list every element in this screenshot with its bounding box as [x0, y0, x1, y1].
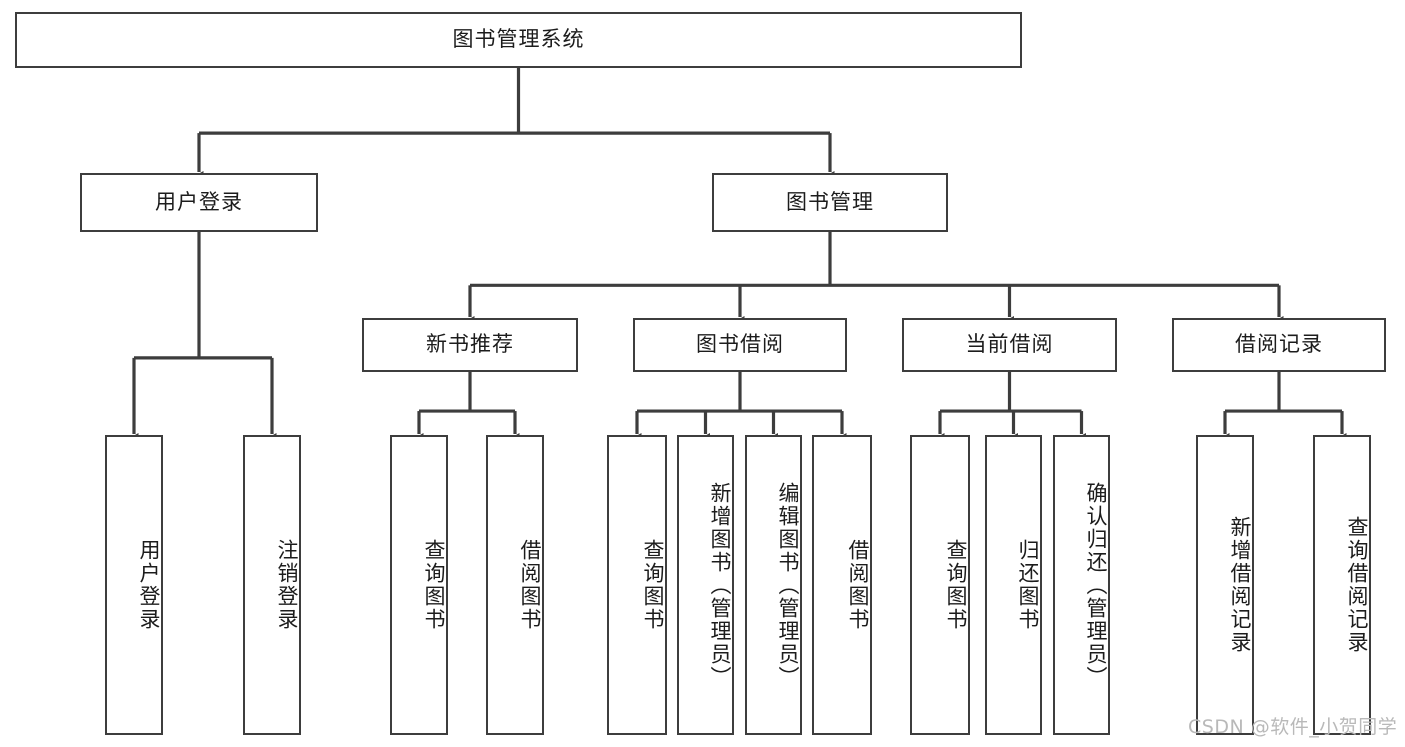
node-leaf-confirm-return-label: 确认归还（管理员） — [1084, 481, 1108, 689]
node-user-login[interactable]: 用户登录 — [80, 173, 318, 232]
node-leaf-query-book-1[interactable]: 查询图书 — [390, 435, 448, 735]
node-leaf-user-logout-label: 注销登录 — [275, 539, 299, 631]
node-leaf-borrow-book-1-label: 借阅图书 — [518, 539, 542, 631]
node-leaf-return-book-label: 归还图书 — [1016, 539, 1040, 631]
node-leaf-query-book-2[interactable]: 查询图书 — [607, 435, 667, 735]
node-book-borrow[interactable]: 图书借阅 — [633, 318, 847, 372]
node-user-login-label: 用户登录 — [155, 189, 243, 214]
node-leaf-add-book-label: 新增图书（管理员） — [708, 481, 732, 689]
node-leaf-user-logout[interactable]: 注销登录 — [243, 435, 301, 735]
node-leaf-user-login-label: 用户登录 — [137, 539, 161, 631]
node-book-manage[interactable]: 图书管理 — [712, 173, 948, 232]
node-leaf-add-book[interactable]: 新增图书（管理员） — [677, 435, 734, 735]
node-leaf-edit-book[interactable]: 编辑图书（管理员） — [745, 435, 802, 735]
node-leaf-borrow-book-1[interactable]: 借阅图书 — [486, 435, 544, 735]
node-root[interactable]: 图书管理系统 — [15, 12, 1022, 68]
node-leaf-query-record[interactable]: 查询借阅记录 — [1313, 435, 1371, 735]
node-leaf-user-login[interactable]: 用户登录 — [105, 435, 163, 735]
node-leaf-return-book[interactable]: 归还图书 — [985, 435, 1042, 735]
node-book-borrow-label: 图书借阅 — [696, 332, 784, 357]
node-leaf-add-record-label: 新增借阅记录 — [1228, 516, 1252, 654]
node-root-label: 图书管理系统 — [452, 27, 585, 52]
node-leaf-borrow-book-2-label: 借阅图书 — [846, 539, 870, 631]
node-new-book-rec-label: 新书推荐 — [426, 332, 514, 357]
node-current-borrow[interactable]: 当前借阅 — [902, 318, 1117, 372]
node-leaf-query-record-label: 查询借阅记录 — [1345, 516, 1369, 654]
node-borrow-record-label: 借阅记录 — [1235, 332, 1323, 357]
node-leaf-query-book-1-label: 查询图书 — [422, 539, 446, 631]
node-borrow-record[interactable]: 借阅记录 — [1172, 318, 1386, 372]
node-leaf-confirm-return[interactable]: 确认归还（管理员） — [1053, 435, 1110, 735]
node-leaf-query-book-2-label: 查询图书 — [641, 539, 665, 631]
node-leaf-query-book-3[interactable]: 查询图书 — [910, 435, 970, 735]
node-current-borrow-label: 当前借阅 — [965, 332, 1054, 357]
node-leaf-add-record[interactable]: 新增借阅记录 — [1196, 435, 1254, 735]
node-new-book-rec[interactable]: 新书推荐 — [362, 318, 578, 372]
watermark-text: CSDN @软件_小贺同学 — [1188, 716, 1398, 738]
node-leaf-edit-book-label: 编辑图书（管理员） — [776, 481, 800, 689]
node-leaf-borrow-book-2[interactable]: 借阅图书 — [812, 435, 872, 735]
node-book-manage-label: 图书管理 — [786, 189, 874, 214]
node-leaf-query-book-3-label: 查询图书 — [944, 539, 968, 631]
